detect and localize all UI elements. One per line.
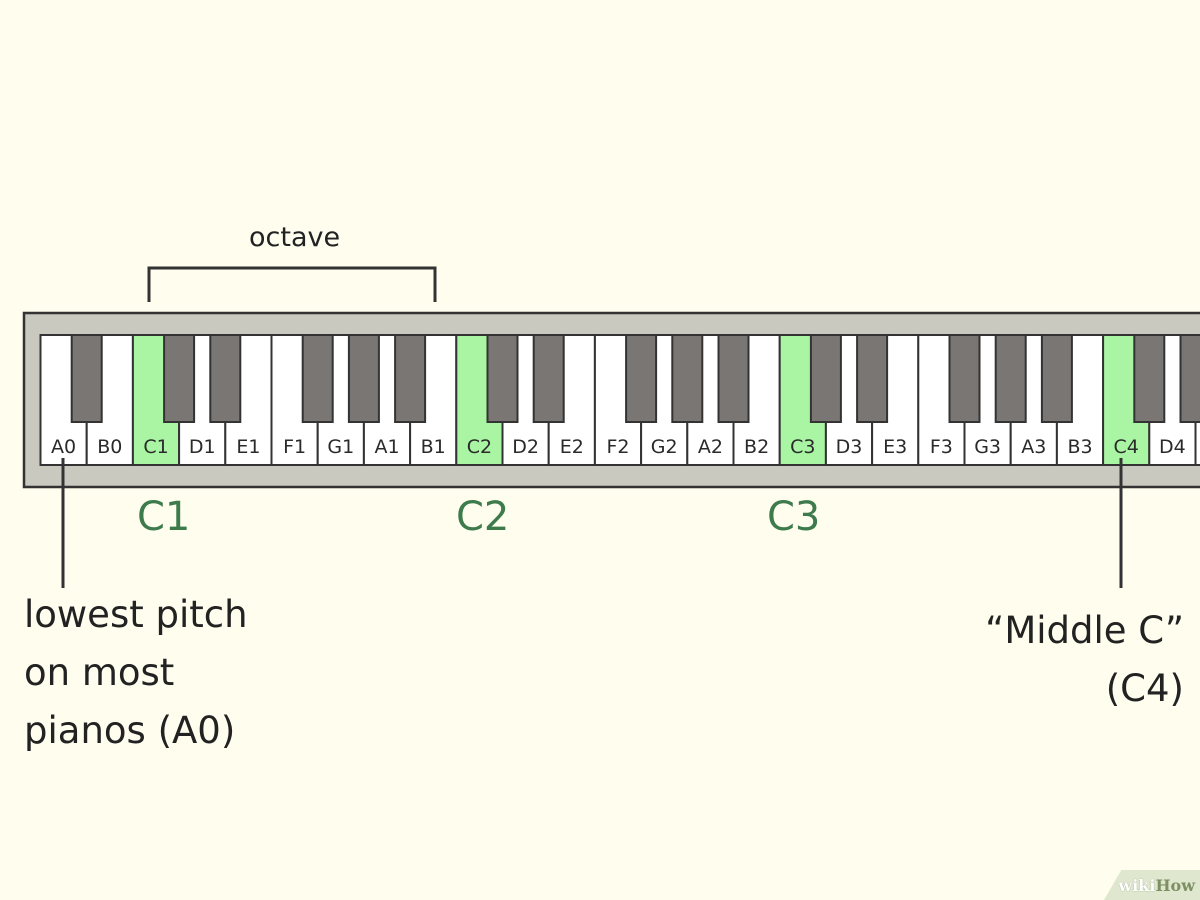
black-keys — [70, 334, 1200, 423]
black-key-f2-sharp — [625, 334, 658, 423]
key-label-c1: C1 — [143, 436, 168, 458]
c1-marker-label: C1 — [137, 494, 191, 540]
black-key-g3-sharp — [994, 334, 1027, 423]
lowest-pitch-caption-line: lowest pitch — [24, 593, 248, 636]
lowest-pitch-caption-line: pianos (A0) — [24, 709, 236, 752]
wikihow-watermark: wikiHow — [1118, 876, 1195, 895]
c3-marker-label: C3 — [767, 494, 821, 540]
black-key-c1-sharp — [163, 334, 196, 423]
key-label-a1: A1 — [374, 436, 399, 458]
black-key-d1-sharp — [209, 334, 242, 423]
black-key-a0-sharp — [70, 334, 103, 423]
black-key-f1-sharp — [301, 334, 334, 423]
black-key-d2-sharp — [532, 334, 565, 423]
key-label-d2: D2 — [512, 436, 539, 458]
key-label-b3: B3 — [1067, 436, 1092, 458]
key-label-b0: B0 — [97, 436, 122, 458]
key-label-d3: D3 — [836, 436, 863, 458]
key-label-c3: C3 — [790, 436, 815, 458]
key-label-d1: D1 — [189, 436, 216, 458]
key-label-g2: G2 — [651, 436, 678, 458]
key-label-c4: C4 — [1114, 436, 1139, 458]
black-key-d3-sharp — [856, 334, 889, 423]
middle-c-caption-line: (C4) — [1105, 667, 1184, 710]
key-label-f1: F1 — [283, 436, 306, 458]
black-key-c4-sharp — [1133, 334, 1166, 423]
key-label-b2: B2 — [744, 436, 769, 458]
wikihow-how-text: How — [1155, 876, 1195, 895]
lowest-pitch-caption: lowest pitch on most pianos (A0) — [24, 586, 248, 760]
black-key-c3-sharp — [809, 334, 842, 423]
c2-marker-label: C2 — [456, 494, 510, 540]
key-label-f3: F3 — [930, 436, 953, 458]
black-key-a3-sharp — [1040, 334, 1073, 423]
key-label-a0: A0 — [51, 436, 76, 458]
middle-c-caption-line: “Middle C” — [985, 609, 1184, 652]
key-label-e1: E1 — [236, 436, 260, 458]
octave-label: octave — [249, 222, 341, 253]
black-key-g1-sharp — [347, 334, 380, 423]
key-label-f2: F2 — [606, 436, 629, 458]
middle-c-caption: “Middle C” (C4) — [985, 602, 1184, 718]
key-label-g1: G1 — [327, 436, 354, 458]
wikihow-wiki-text: wiki — [1118, 876, 1156, 895]
key-label-e2: E2 — [560, 436, 584, 458]
black-key-d4-sharp — [1179, 334, 1200, 423]
key-label-a2: A2 — [698, 436, 723, 458]
black-key-g2-sharp — [671, 334, 704, 423]
key-label-d4: D4 — [1159, 436, 1186, 458]
key-label-b1: B1 — [421, 436, 446, 458]
black-key-a2-sharp — [717, 334, 750, 423]
key-label-g3: G3 — [974, 436, 1001, 458]
black-key-a1-sharp — [394, 334, 427, 423]
key-label-a3: A3 — [1021, 436, 1046, 458]
black-key-f3-sharp — [948, 334, 981, 423]
key-label-c2: C2 — [467, 436, 492, 458]
black-key-c2-sharp — [486, 334, 519, 423]
octave-bracket — [147, 266, 437, 302]
watermark-badge — [1104, 870, 1200, 900]
lowest-pitch-caption-line: on most — [24, 651, 175, 694]
key-label-e3: E3 — [883, 436, 907, 458]
